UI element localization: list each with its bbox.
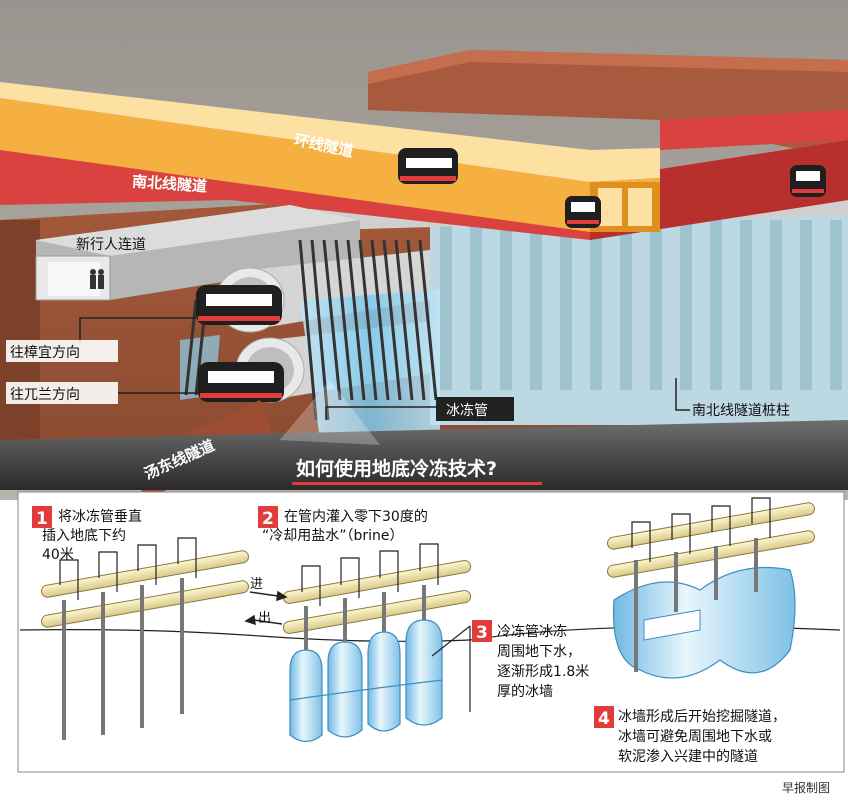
freeze-pipe-label: 冰冻管	[446, 402, 488, 419]
step-3-line-3: 逐渐形成1.8米	[497, 664, 589, 680]
section-title: 如何使用地底冷冻技术?	[296, 457, 497, 480]
tongdong-train-upper	[196, 285, 282, 325]
pile-zone	[430, 210, 848, 425]
to-changi-bg	[6, 340, 118, 362]
to-woodlands-label: 往兀兰方向	[10, 387, 80, 403]
step-4-line-1: 冰墙形成后开始挖掘隧道，	[618, 709, 786, 725]
freeze-pipes-scene	[184, 239, 438, 421]
circle-line-train	[398, 148, 458, 184]
stage4-ice-wall	[607, 497, 815, 679]
flow-out-label: 出	[258, 611, 271, 626]
pedestrian-walkway-label: 新行人连道	[76, 237, 146, 253]
step-2-number: 2	[262, 509, 274, 529]
leader-lines	[79, 317, 690, 420]
step-2-line-2: “冷却用盐水”（brine）	[262, 528, 404, 544]
step-1-line-1: 将冰冻管垂直	[58, 508, 142, 525]
step-3-number: 3	[476, 623, 488, 643]
title-band	[0, 420, 848, 490]
ns-tunnel-piles	[440, 220, 842, 390]
step-3-line-1: 冷冻管冰冻	[497, 623, 567, 640]
section-title-underline	[292, 482, 542, 485]
circle-line-tunnel	[0, 82, 660, 232]
upper-beam	[660, 110, 848, 150]
pedestrian-walkway	[35, 205, 360, 301]
stage3-ice-columns	[289, 619, 443, 743]
step-4-badge: 4	[594, 706, 614, 729]
step-4-line-3: 软泥渗入兴建中的隧道	[618, 749, 758, 765]
step-3-line-2: 周围地下水，	[497, 644, 581, 660]
credit-label: 早报制图	[782, 780, 830, 795]
tongdong-train-lower	[198, 362, 284, 402]
stage1-rig	[41, 537, 249, 740]
freeze-pipe-tag	[436, 397, 514, 421]
flow-in-label: 进	[250, 577, 263, 592]
step-1-line-2: 插入地底下约	[42, 528, 126, 544]
step-leaders	[431, 625, 471, 712]
step-1-number: 1	[36, 509, 48, 529]
ns-piles-label: 南北线隧道桩柱	[692, 402, 790, 419]
step-2-line-1: 在管内灌入零下30度的	[284, 509, 428, 525]
north-south-line-label: 南北线隧道	[131, 172, 207, 195]
step-3-line-4: 厚的冰墙	[497, 684, 553, 700]
step-3-badge: 3	[472, 620, 492, 643]
circle-line-train-end	[565, 196, 601, 228]
north-south-train	[790, 165, 826, 197]
step-1-badge: 1	[32, 506, 52, 529]
step-4-line-2: 冰墙可避免周围地下水或	[618, 729, 772, 745]
step-2-badge: 2	[258, 506, 278, 529]
step-1-line-3: 40米	[42, 547, 74, 563]
step-4-number: 4	[598, 709, 610, 729]
spotlight	[280, 380, 380, 445]
to-changi-label: 往樟宜方向	[10, 344, 80, 361]
to-woodlands-bg	[6, 382, 118, 404]
